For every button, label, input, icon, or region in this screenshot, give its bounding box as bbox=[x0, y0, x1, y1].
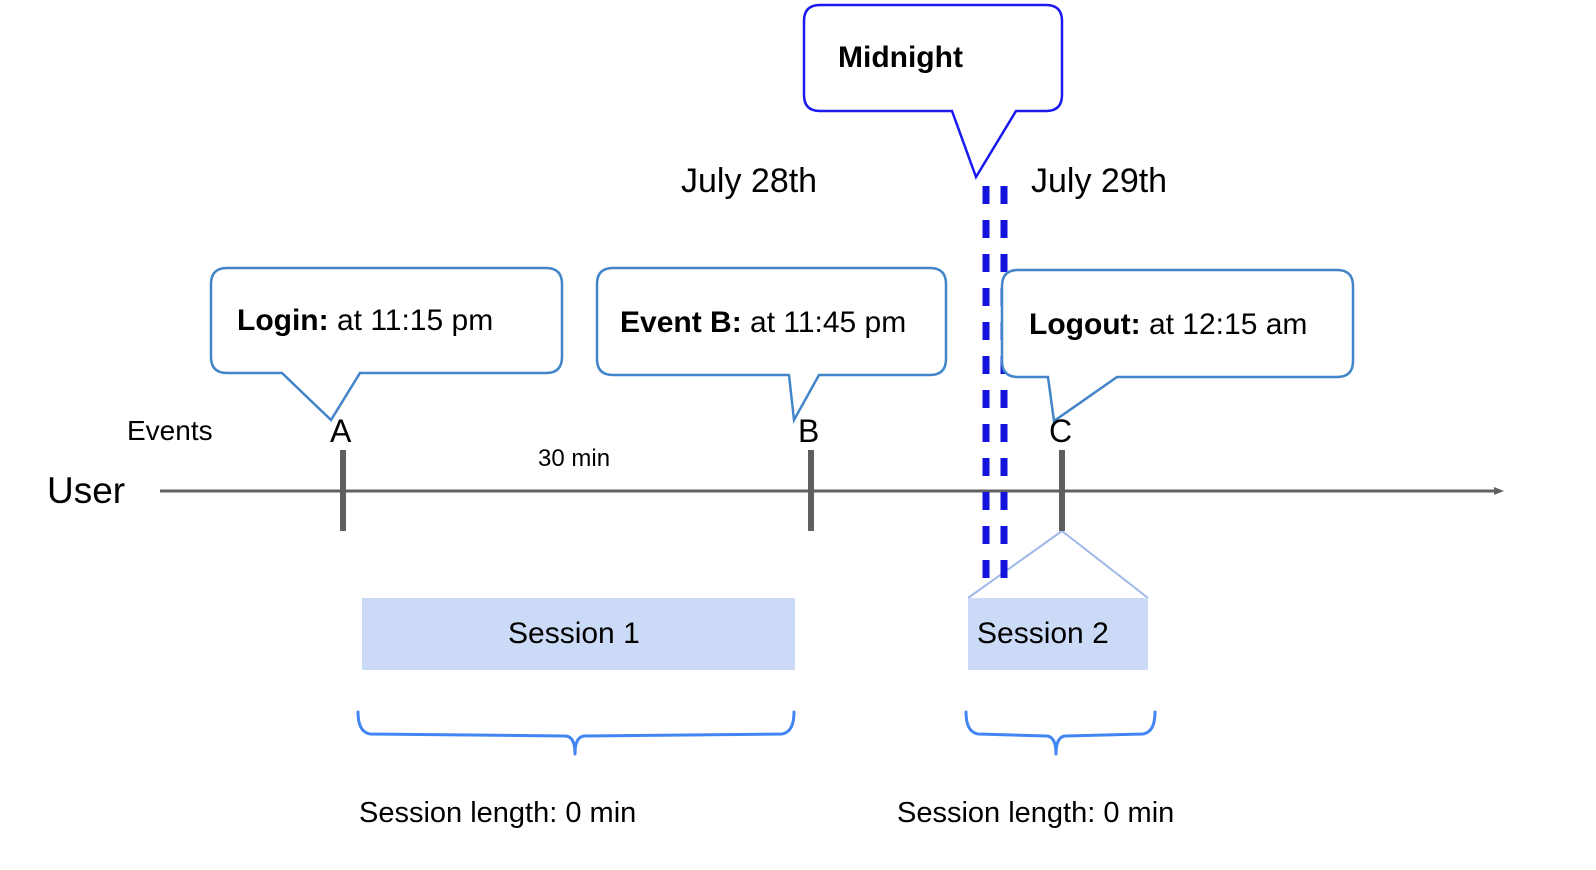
session-2-connector bbox=[967, 530, 1149, 599]
event-b-callout-label: Event B: at 11:45 pm bbox=[620, 308, 906, 338]
event-b-callout-bubble bbox=[595, 266, 948, 425]
date-label-left: July 28th bbox=[681, 162, 818, 200]
user-axis-label: User bbox=[47, 470, 126, 511]
login-callout-bubble bbox=[209, 266, 564, 422]
session-2-label: Session 2 bbox=[977, 617, 1109, 650]
logout-callout-bubble bbox=[1000, 268, 1355, 424]
date-label-right: July 29th bbox=[1031, 162, 1168, 200]
session-1-brace bbox=[356, 710, 796, 756]
login-callout-rest: at 11:15 pm bbox=[328, 304, 494, 337]
event-b-callout-rest: at 11:45 pm bbox=[741, 306, 907, 339]
login-callout-label: Login: at 11:15 pm bbox=[237, 306, 493, 336]
session-1-label: Session 1 bbox=[508, 617, 640, 650]
events-axis-label: Events bbox=[127, 415, 213, 446]
login-callout-bold: Login: bbox=[237, 304, 329, 337]
tick-letter-a: A bbox=[330, 413, 352, 449]
logout-callout-label: Logout: at 12:15 am bbox=[1029, 310, 1307, 340]
midnight-callout-label: Midnight bbox=[838, 41, 963, 74]
midnight-callout-bubble bbox=[802, 3, 1064, 180]
session-2-brace bbox=[964, 710, 1157, 756]
event-b-callout-bold: Event B: bbox=[620, 306, 742, 339]
session-2-length-label: Session length: 0 min bbox=[897, 797, 1175, 829]
gap-duration-label: 30 min bbox=[538, 445, 611, 472]
tick-letter-b: B bbox=[798, 413, 820, 449]
session-1-length-label: Session length: 0 min bbox=[359, 797, 637, 829]
tick-letter-c: C bbox=[1049, 413, 1073, 449]
logout-callout-bold: Logout: bbox=[1029, 308, 1141, 341]
logout-callout-rest: at 12:15 am bbox=[1140, 308, 1308, 341]
